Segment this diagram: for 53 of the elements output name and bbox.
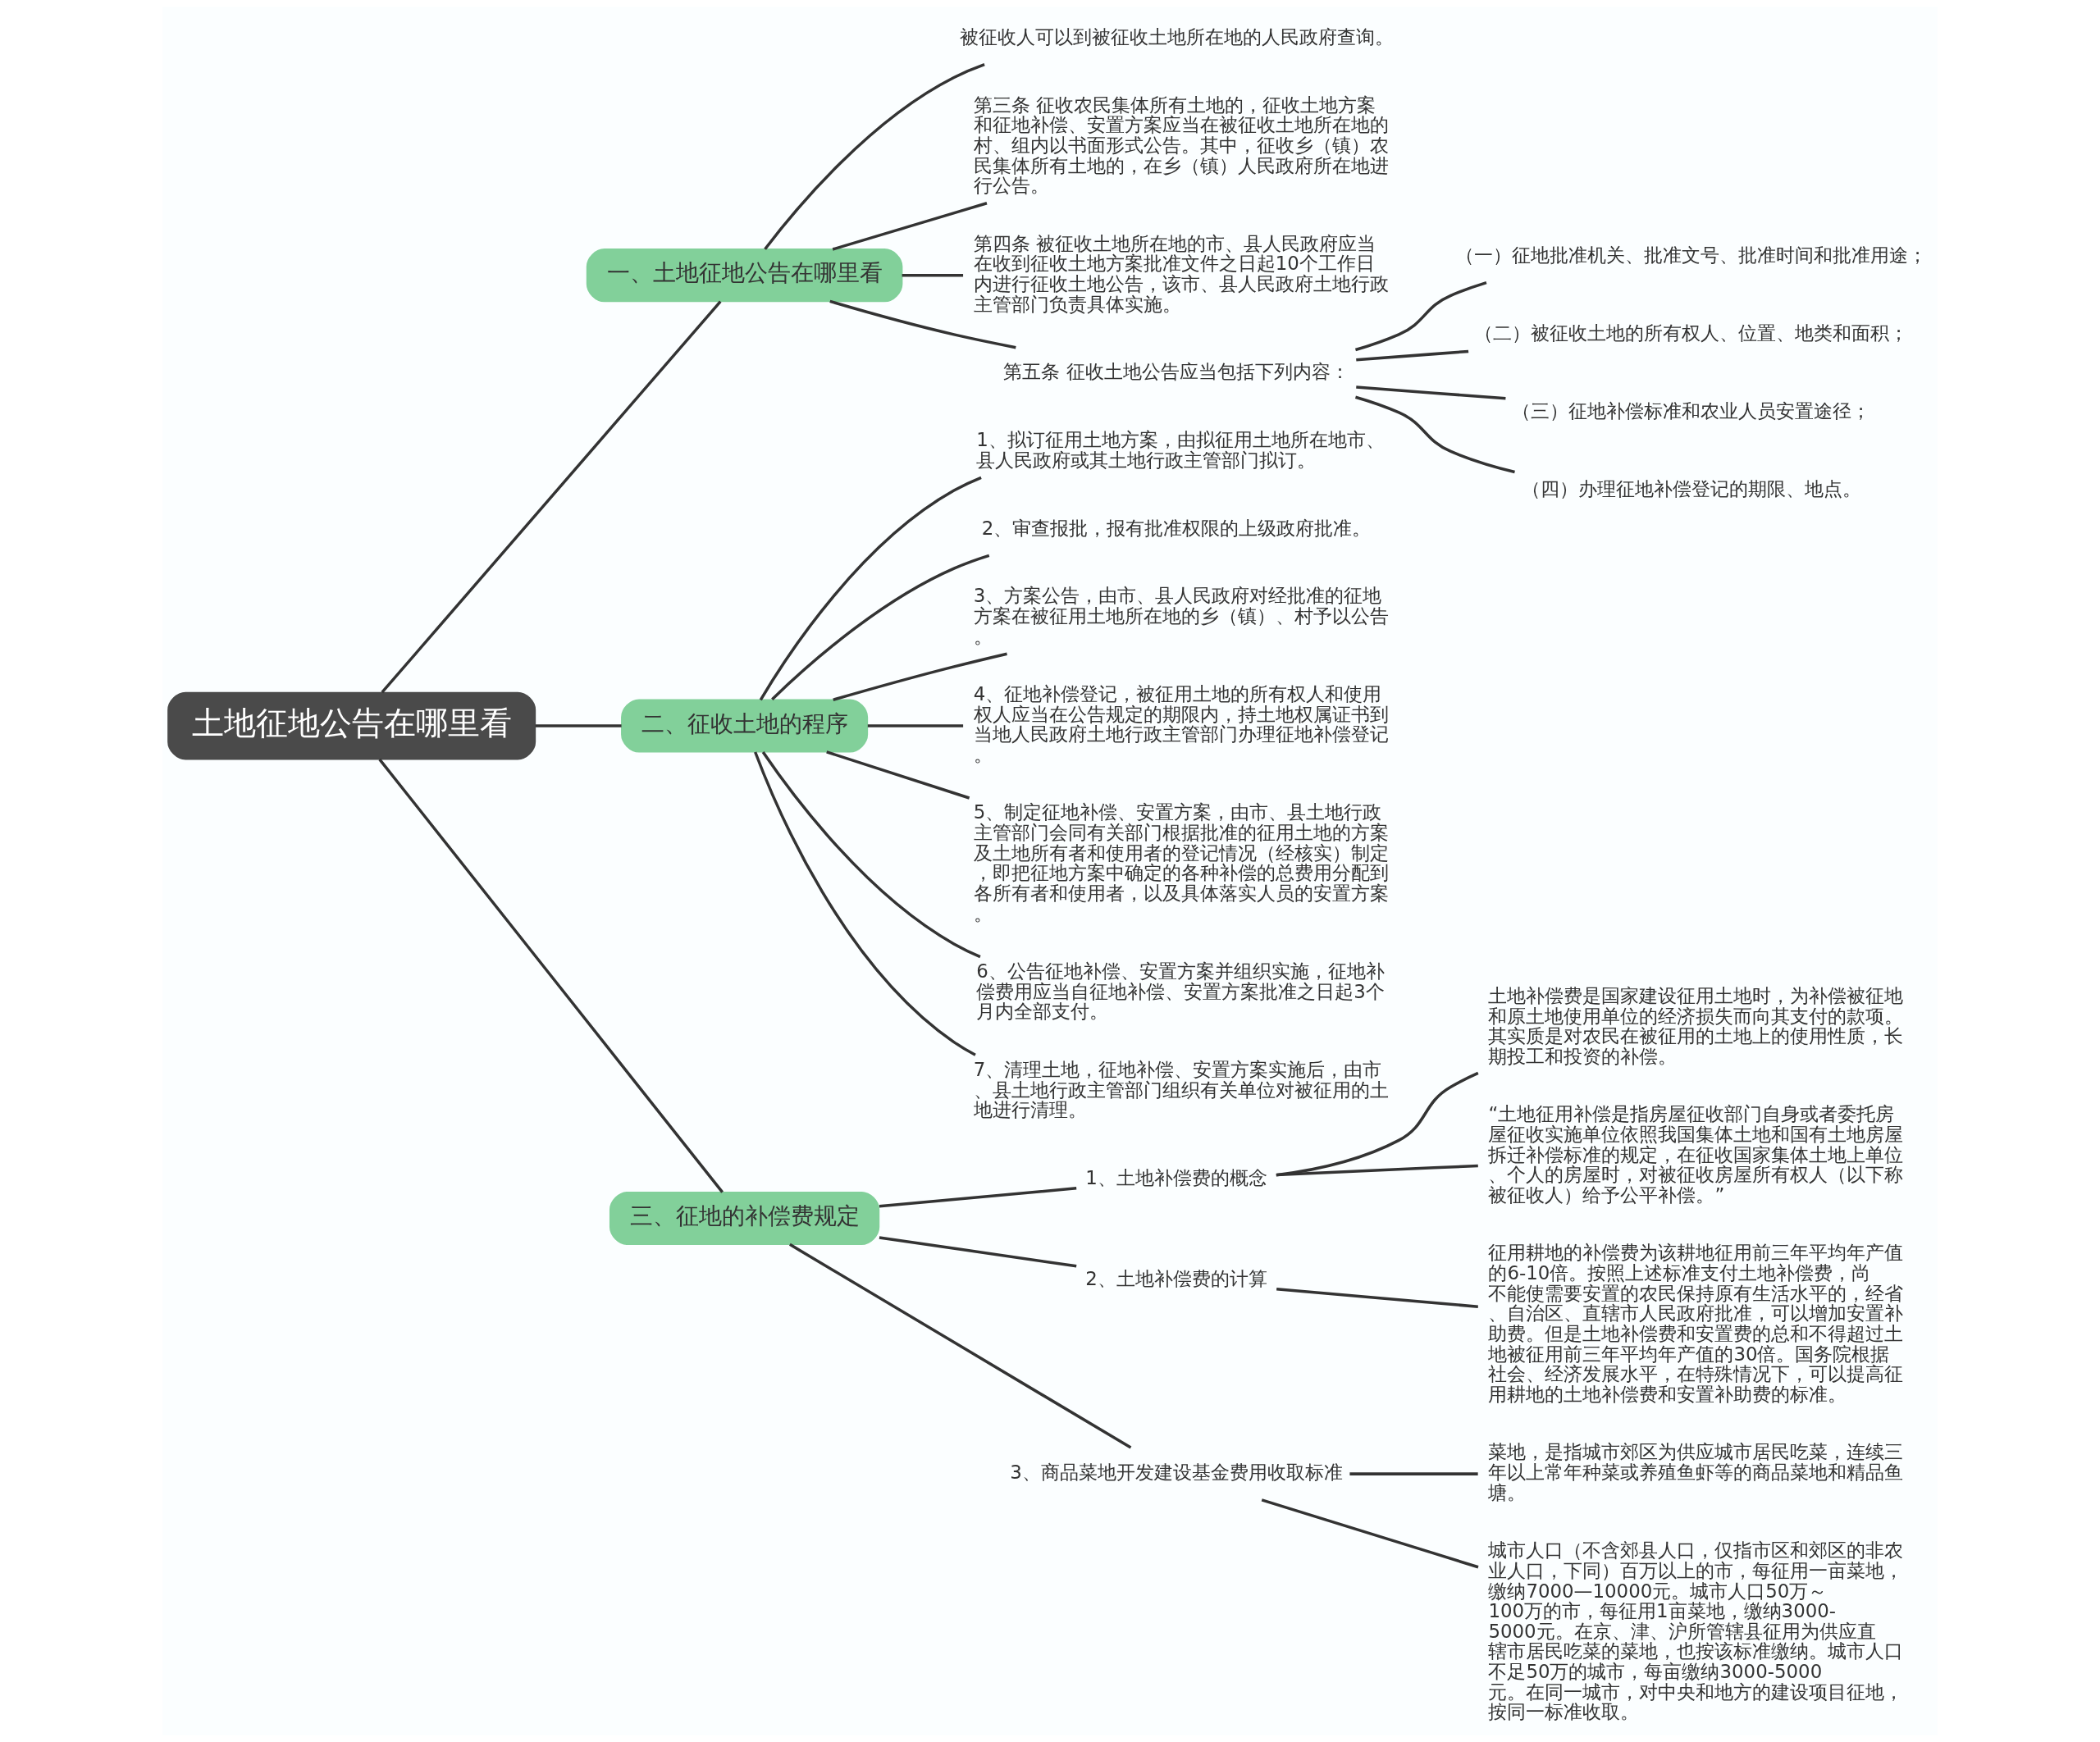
connector [1276, 1164, 1478, 1177]
node-text: 5、制定征地补偿、安置方案，由市、县土地行政主管部门会同有关部门根据批准的征用土地的方案及土地所有者和使用者的登记情况（经核实）制定，即把征地方案中确定的各种补偿的总费用分配到各所有者和使用者，以及具体落实人员的安置方案。 [973, 801, 1389, 924]
node-text: 被征收人可以到被征收土地所在地的人民政府查询。 [959, 25, 1394, 48]
node-text: 3、方案公告，由市、县人民政府对经批准的征地方案在被征用土地所在地的乡（镇）、村予以公告。 [973, 585, 1389, 647]
node-text: “土地征用补偿是指房屋征收部门自身或者委托房屋征收实施单位依照我国集体土地和国有土地房屋拆迁补偿标准的规定，在征收国家集体土地上单位、个人的房屋时，对被征收房屋所有权人（以下称被征收人）给予公平补偿。” [1488, 1103, 1904, 1206]
node-text: 第五条 征收土地公告应当包括下列内容： [1003, 361, 1349, 383]
node-text: 1、拟订征用土地方案，由拟征用土地所在地市、县人民政府或其土地行政主管部门拟订。 [976, 429, 1385, 471]
node-text: 城市人口（不含郊县人口，仅指市区和郊区的非农业人口，下同）百万以上的市，每征用一亩菜地，缴纳7000—10000元。城市人口50万～100万的市，每征用1亩菜地，缴纳3000-5000元。在京、津、沪所管辖县征用为供应直辖市居民吃菜的菜地，也按该标准缴纳。城市人口不足50万的城市，每亩缴纳3000-5000元。在同一城市，对中央和地方的建设项目征地，按同一标准收取。 [1488, 1539, 1904, 1723]
connector [1354, 280, 1487, 352]
node-text: 征用耕地的补偿费为该耕地征用前三年平均年产值的6-10倍。按照上述标准支付土地补偿费，尚不能使需要安置的农民保持原有生活水平的，经省、自治区、直辖市人民政府批准，可以增加安置补助费。但是土地补偿费和安置费的总和不得超过土地被征用前三年平均年产值的30倍。国务院根据社会、经济发展水平，在特殊情况下，可以提高征用耕地的土地补偿费和安置补助费的标准。 [1488, 1242, 1904, 1406]
node-text: 6、公告征地补偿、安置方案并组织实施，征地补偿费用应当自征地补偿、安置方案批准之日起3个月内全部支付。 [976, 960, 1385, 1023]
connector [826, 750, 970, 800]
connector [879, 1187, 1077, 1208]
connector [788, 1243, 1132, 1449]
node-box: 土地征地公告在哪里看 [167, 691, 536, 760]
connector [759, 476, 982, 701]
connector [535, 724, 622, 727]
connector [1261, 1498, 1479, 1569]
connector [1354, 395, 1515, 474]
node-text: 1、土地补偿费的概念 [1085, 1166, 1267, 1188]
node-text: 7、清理土地，征地补偿、安置方案实施后，由市、县土地行政主管部门组织有关单位对被征用的土地进行清理。 [973, 1058, 1389, 1121]
node-text: （三）征地补偿标准和农业人员安置途径； [1512, 399, 1871, 422]
node-text: 4、征地补偿登记，被征用土地的所有权人和使用权人应当在公告规定的期限内，持土地权属证书到当地人民政府土地行政主管部门办理征地补偿登记。 [973, 683, 1389, 765]
connector [832, 202, 988, 251]
node-text: 2、土地补偿费的计算 [1085, 1268, 1267, 1290]
connector [902, 273, 964, 277]
node-text: （二）被征收土地的所有权人、位置、地类和面积； [1474, 321, 1909, 344]
connector [829, 299, 1016, 349]
node-text: （一）征地批准机关、批准文号、批准时间和批准用途； [1455, 244, 1928, 266]
connector [1356, 349, 1469, 362]
connector [879, 1236, 1077, 1268]
connector [1349, 1472, 1478, 1475]
node-text: 土地补偿费是国家建设征用土地时，为补偿被征地和原土地使用单位的经济损失而向其支付的款项。其实质是对农民在被征用的土地上的使用性质，长期投工和投资的补偿。 [1488, 985, 1904, 1068]
connector [764, 62, 985, 250]
node-text: 3、商品菜地开发建设基金费用收取标准 [1010, 1462, 1343, 1484]
node-box: 一、土地征地公告在哪里看 [586, 249, 903, 303]
connector [754, 751, 976, 1056]
connector [1276, 1287, 1478, 1308]
connector [867, 724, 964, 727]
node-box: 三、征地的补偿费规定 [609, 1191, 880, 1246]
node-text: 第三条 征收农民集体所有土地的，征收土地方案和征地补偿、安置方案应当在被征收土地所在地的村、组内以书面形式公告。其中，征收乡（镇）农民集体所有土地的，在乡（镇）人民政府所在地进行公告。 [973, 93, 1389, 197]
connector [381, 300, 722, 694]
node-text: 菜地，是指城市郊区为供应城市居民吃菜，连续三年以上常年种菜或养殖鱼虾等的商品菜地和精品鱼塘。 [1488, 1441, 1904, 1503]
connector [771, 554, 990, 700]
node-text: 第四条 被征收土地所在地的市、县人民政府应当在收到征收土地方案批准文件之日起10个工作日内进行征收土地公告，该市、县人民政府土地行政主管部门负责具体实施。 [973, 232, 1389, 315]
connector [1276, 1071, 1479, 1177]
node-box: 二、征收土地的程序 [621, 699, 869, 753]
connector [761, 751, 981, 959]
connector [1356, 385, 1506, 400]
connector [833, 652, 1007, 701]
connector [378, 758, 724, 1193]
node-text: （四）办理征地补偿登记的期限、地点。 [1521, 478, 1861, 500]
node-text: 2、审查报批，报有批准权限的上级政府批准。 [981, 517, 1372, 539]
